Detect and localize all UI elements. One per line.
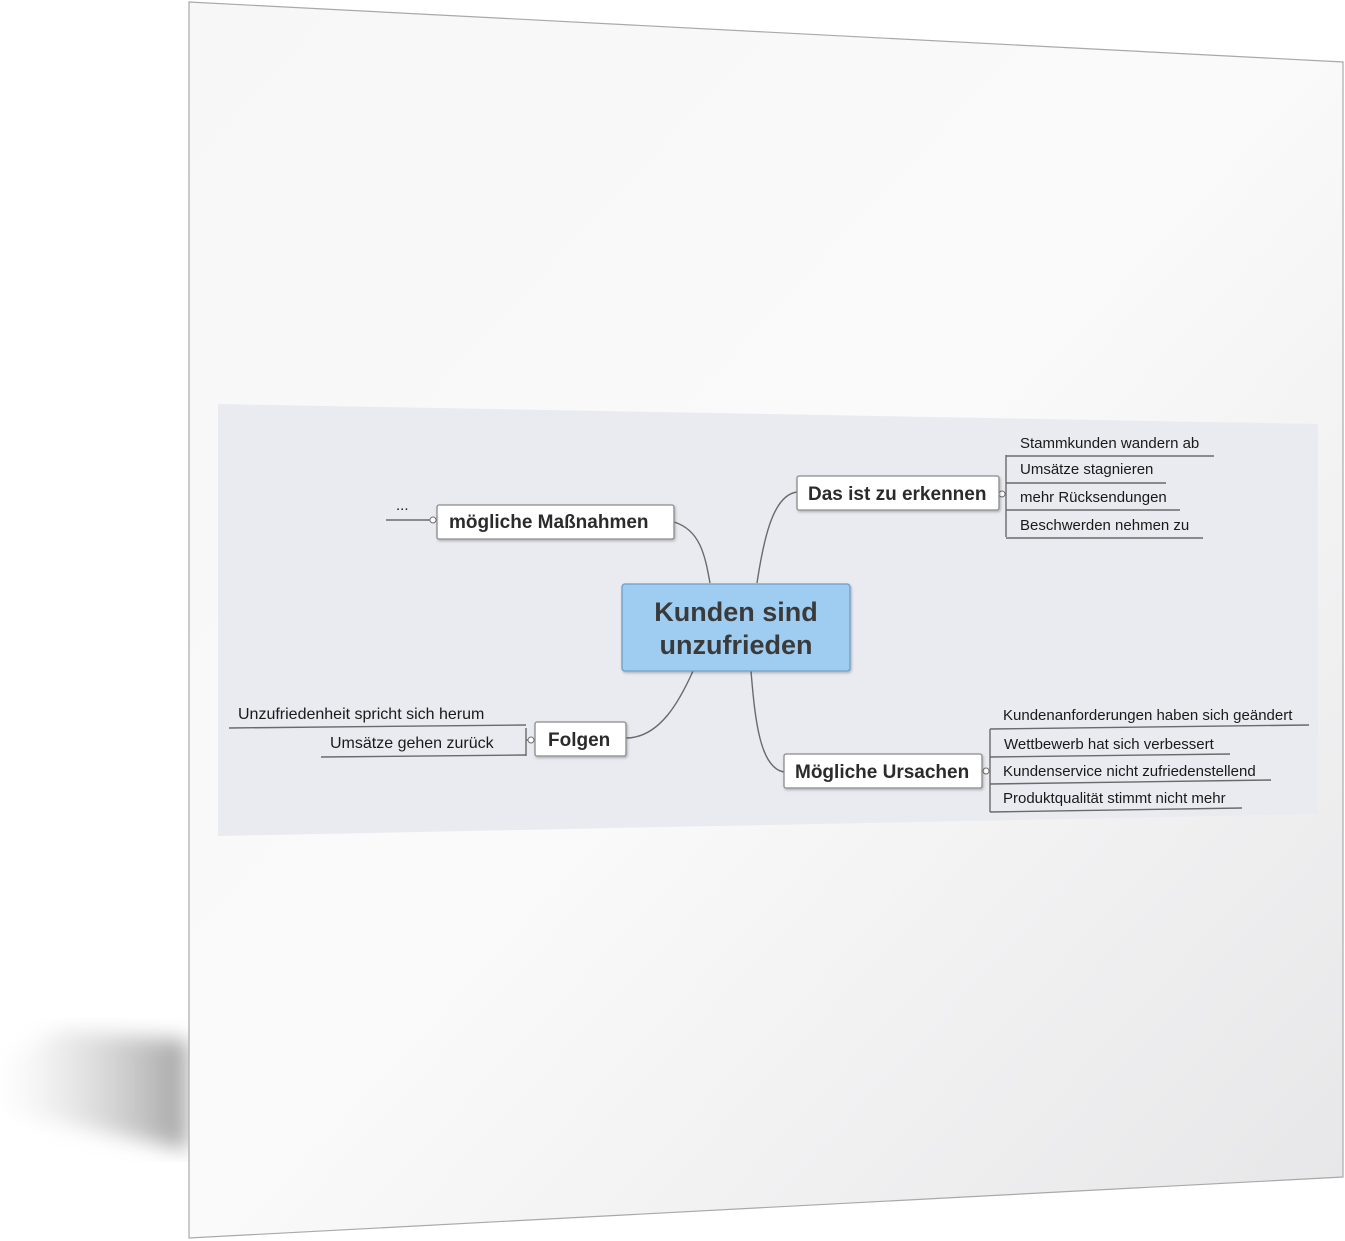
central-node[interactable] [621,583,851,672]
connector-ursachen [750,670,785,773]
leaf-ursachen-2[interactable]: Wettbewerb hat sich verbessert [1004,736,1215,753]
connector-erkennen [756,491,798,584]
branch-label-massnahmen: mögliche Maßnahmen [449,512,649,533]
branch-label-ursachen: Mögliche Ursachen [795,762,969,783]
branch-node-massnahmen[interactable] [436,504,675,540]
branch-node-folgen[interactable] [534,721,627,757]
junction-dots [429,490,1006,775]
central-node-line1: Kunden sind [654,597,818,627]
leaf-erkennen-3[interactable]: mehr Rücksendungen [1020,489,1167,506]
leaf-underlines [228,455,1310,813]
leaf-ursachen-1[interactable]: Kundenanforderungen haben sich geändert [1003,707,1293,724]
central-node-box[interactable] [621,583,851,672]
central-node-line2: unzufrieden [660,630,813,660]
leaf-erkennen-4[interactable]: Beschwerden nehmen zu [1020,517,1189,534]
connector-folgen [625,670,694,739]
branch-node-erkennen[interactable] [796,475,1000,511]
leaf-folgen-1[interactable]: Unzufriedenheit spricht sich herum [238,706,484,723]
leaf-folgen-2[interactable]: Umsätze gehen zurück [330,735,495,752]
leaf-massnahmen-1[interactable]: ... [396,497,409,514]
branch-label-folgen: Folgen [548,730,610,751]
leaf-erkennen-2[interactable]: Umsätze stagnieren [1020,461,1153,478]
branch-label-erkennen: Das ist zu erkennen [808,484,986,505]
page-shadow [0,1030,188,1150]
connector-massnahmen [673,521,711,584]
leaf-ursachen-3[interactable]: Kundenservice nicht zufriedenstellend [1003,763,1256,780]
branch-node-ursachen[interactable] [783,753,983,789]
leaf-ursachen-4[interactable]: Produktqualität stimmt nicht mehr [1003,790,1226,807]
leaf-erkennen-1[interactable]: Stammkunden wandern ab [1020,435,1199,452]
